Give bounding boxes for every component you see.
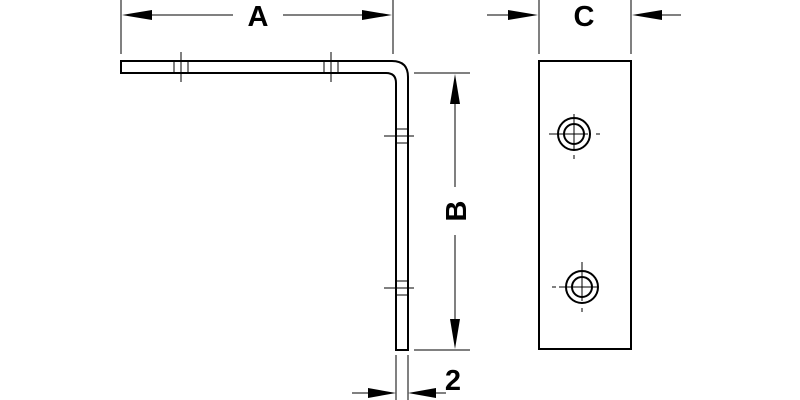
- dimension-a-arrow-left: [122, 10, 152, 20]
- thickness-arrow-left: [368, 388, 396, 398]
- dimension-thickness: 2: [352, 355, 461, 400]
- bracket-side-outline: [120, 60, 409, 351]
- dimension-c-arrow-left: [508, 10, 538, 20]
- thickness-label: 2: [445, 365, 461, 397]
- bracket-front-outline: [538, 60, 632, 350]
- thickness-arrow-right: [408, 388, 436, 398]
- side-view: [120, 52, 414, 351]
- front-view: [538, 60, 632, 350]
- dimension-a-arrow-right: [362, 10, 392, 20]
- dimension-b-arrow-bottom: [450, 319, 460, 349]
- dimension-b-label: B: [441, 201, 473, 222]
- dimension-c-label: C: [574, 1, 595, 33]
- countersunk-hole-top: [549, 114, 600, 159]
- dimension-b-arrow-top: [450, 74, 460, 104]
- dimension-a-label: A: [248, 1, 269, 33]
- countersunk-hole-bottom: [552, 262, 599, 312]
- dimension-a: A: [120, 0, 394, 54]
- dimension-b: B: [414, 72, 473, 351]
- dimension-c: C: [487, 0, 681, 54]
- dimension-c-arrow-right: [632, 10, 662, 20]
